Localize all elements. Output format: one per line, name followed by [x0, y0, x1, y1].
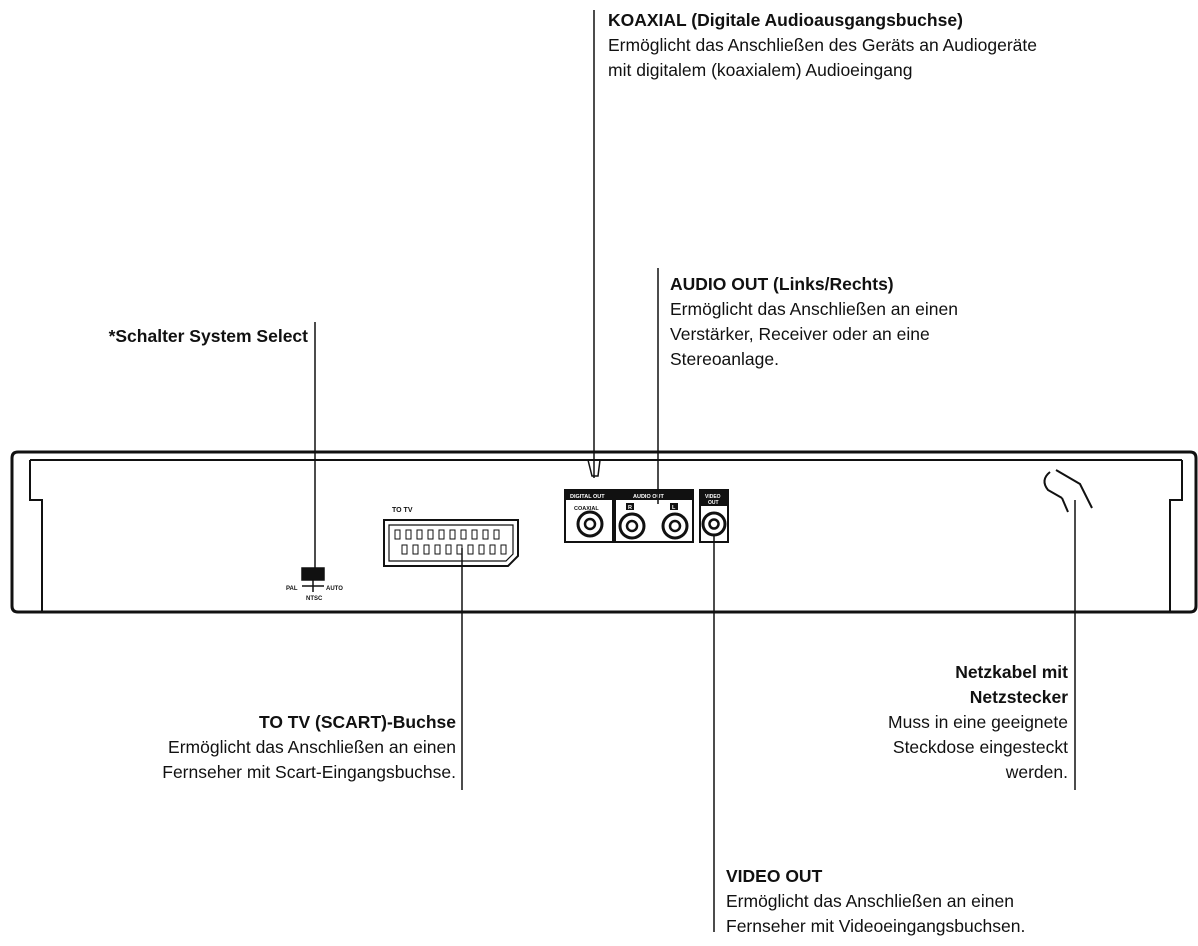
- scart-pin: [427, 529, 434, 540]
- scart-pin: [445, 544, 452, 555]
- callout-video-out-line1: Ermöglicht das Anschließen an einen: [726, 891, 1014, 911]
- system-select-switch: PAL AUTO NTSC: [286, 567, 343, 602]
- callout-koaxial-line2: mit digitalem (koaxialem) Audioeingang: [608, 60, 913, 80]
- power-cord: [1043, 469, 1093, 513]
- digital-out-jack: DIGITAL OUT COAXIAL: [564, 459, 614, 543]
- callout-netzkabel-title1: Netzkabel mit: [955, 662, 1068, 682]
- scart-pin: [489, 544, 496, 555]
- callout-to-tv-line1: Ermöglicht das Anschließen an einen: [168, 737, 456, 757]
- scart-pin: [449, 529, 456, 540]
- panel-label-to-tv: TO TV: [392, 507, 413, 514]
- callout-audio-out: AUDIO OUT (Links/Rechts) Ermöglicht das …: [670, 272, 1090, 372]
- scart-pin: [500, 544, 507, 555]
- callout-system-select: *Schalter System Select: [20, 324, 308, 349]
- leader-lines: [314, 10, 1076, 932]
- callout-netzkabel-line1: Muss in eine geeignete: [888, 712, 1068, 732]
- callout-to-tv-line2: Fernseher mit Scart-Eingangsbuchse.: [162, 762, 456, 782]
- callout-koaxial-line1: Ermöglicht das Anschließen des Geräts an…: [608, 35, 1037, 55]
- device-rear-panel: [10, 450, 1198, 614]
- callout-audio-out-line2: Verstärker, Receiver oder an eine: [670, 324, 930, 344]
- panel-label-audio-r: R: [628, 505, 632, 511]
- callout-video-out: VIDEO OUT Ermöglicht das Anschließen an …: [726, 864, 1186, 939]
- switch-label-ntsc: NTSC: [306, 596, 323, 602]
- callout-netzkabel-line3: werden.: [1005, 762, 1068, 782]
- scart-pin: [394, 529, 401, 540]
- switch-label-auto: AUTO: [326, 586, 343, 592]
- callout-video-out-line2: Fernseher mit Videoeingangsbuchsen.: [726, 916, 1026, 936]
- scart-pin: [482, 529, 489, 540]
- callout-audio-out-line1: Ermöglicht das Anschließen an einen: [670, 299, 958, 319]
- callout-netzkabel: Netzkabel mit Netzstecker Muss in eine g…: [770, 660, 1068, 785]
- switch-label-pal: PAL: [286, 586, 298, 592]
- callout-to-tv: TO TV (SCART)-Buchse Ermöglicht das Ansc…: [40, 710, 456, 785]
- callout-to-tv-title: TO TV (SCART)-Buchse: [258, 712, 456, 732]
- panel-label-audio-out: AUDIO OUT: [633, 494, 665, 500]
- scart-connector: TO TV: [383, 507, 519, 567]
- scart-pin: [401, 544, 408, 555]
- panel-label-audio-l: L: [672, 505, 676, 511]
- panel-label-coaxial: COAXIAL: [574, 506, 599, 512]
- panel-label-out: OUT: [708, 500, 719, 506]
- scart-pin: [471, 529, 478, 540]
- audio-out-jacks: AUDIO OUT R L: [614, 489, 694, 543]
- callout-koaxial: KOAXIAL (Digitale Audioausgangsbuchse) E…: [608, 8, 1193, 83]
- scart-pin: [423, 544, 430, 555]
- scart-pin: [438, 529, 445, 540]
- scart-pin: [460, 529, 467, 540]
- callout-netzkabel-line2: Steckdose eingesteckt: [892, 737, 1068, 757]
- scart-pin: [467, 544, 474, 555]
- panel-label-video: VIDEO: [705, 494, 721, 500]
- scart-pin: [405, 529, 412, 540]
- scart-pin: [416, 529, 423, 540]
- callout-netzkabel-title2: Netzstecker: [969, 687, 1068, 707]
- callout-koaxial-title: KOAXIAL (Digitale Audioausgangsbuchse): [608, 10, 963, 30]
- scart-pin: [478, 544, 485, 555]
- scart-pin: [493, 529, 500, 540]
- scart-pin: [434, 544, 441, 555]
- panel-label-digital-out: DIGITAL OUT: [570, 494, 605, 500]
- callout-system-select-title: *Schalter System Select: [108, 326, 308, 346]
- scart-pins: [394, 529, 507, 555]
- callout-audio-out-title: AUDIO OUT (Links/Rechts): [670, 274, 894, 294]
- video-out-jack: VIDEO OUT: [699, 489, 729, 543]
- scart-pin: [412, 544, 419, 555]
- callout-audio-out-line3: Stereoanlage.: [670, 349, 779, 369]
- callout-video-out-title: VIDEO OUT: [726, 866, 823, 886]
